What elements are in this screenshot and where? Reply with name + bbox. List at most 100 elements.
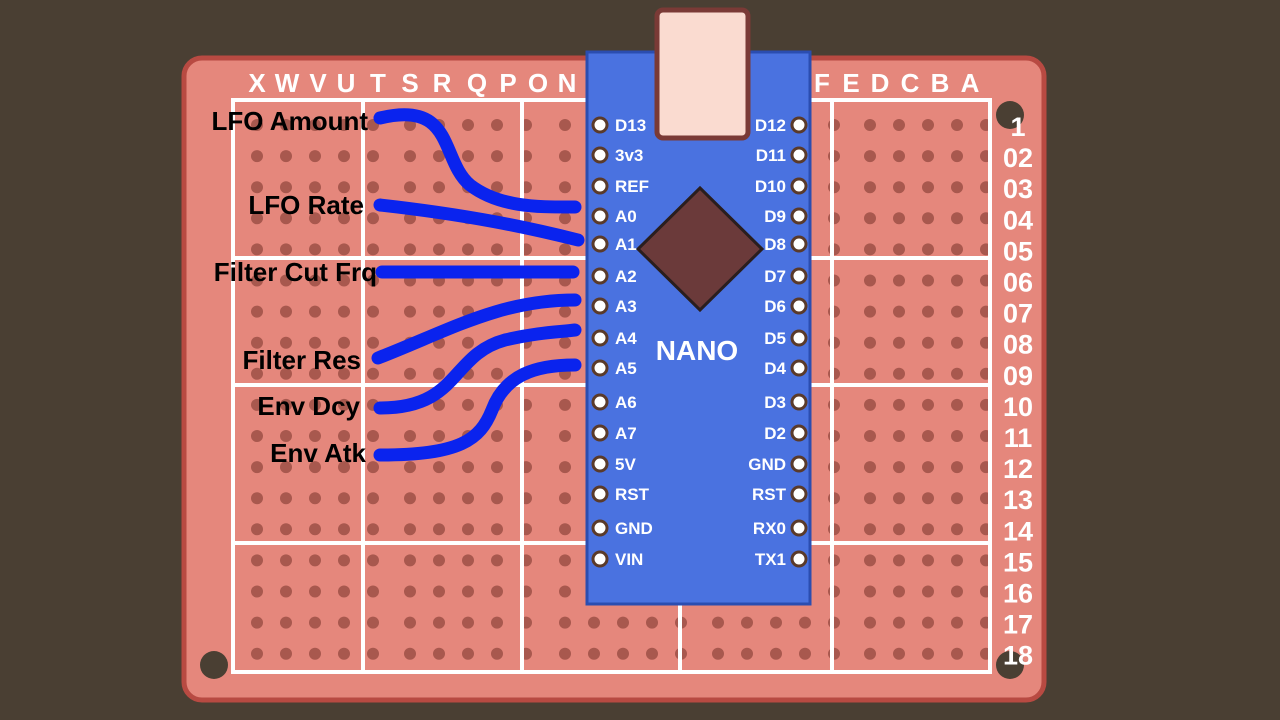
board-hole (893, 585, 905, 598)
board-hole (559, 554, 571, 567)
board-hole (280, 336, 292, 349)
board-hole (922, 647, 934, 660)
board-hole (951, 616, 963, 629)
board-hole (462, 461, 474, 474)
column-letter: B (931, 68, 950, 98)
pot-labels: LFO Amount LFO Rate Filter Cut Frq Filte… (212, 106, 377, 468)
board-hole (404, 119, 416, 131)
board-hole (251, 585, 263, 598)
board-hole (559, 461, 571, 474)
board-hole (251, 398, 263, 411)
board-hole (864, 212, 876, 225)
pin-label: 5V (615, 455, 636, 474)
board-hole (280, 647, 292, 660)
pin-label: RX0 (753, 519, 786, 538)
board-hole (864, 305, 876, 318)
wire-lfo-amount (373, 108, 582, 214)
board-hole (951, 367, 963, 380)
board-hole (433, 150, 445, 163)
board-hole (280, 367, 292, 380)
board-hole (404, 430, 416, 442)
column-letter: P (499, 68, 516, 98)
board-hole (864, 243, 876, 256)
pin-hole (790, 116, 808, 134)
board-hole (864, 398, 876, 411)
board-hole (338, 336, 350, 349)
board-hole (338, 150, 350, 163)
board-hole (741, 616, 753, 629)
board-hole (251, 492, 263, 505)
label-env-atk: Env Atk (270, 438, 366, 468)
board-hole (309, 336, 321, 349)
row-number: 06 (1003, 268, 1033, 298)
board-hole (864, 274, 876, 287)
board-hole (367, 554, 379, 567)
board-hole (922, 336, 934, 349)
row-number: 11 (1004, 423, 1033, 453)
pin-label: D10 (755, 177, 786, 196)
board-hole (367, 150, 379, 163)
board-hole (893, 243, 905, 256)
board-hole (338, 461, 350, 474)
board-hole (251, 336, 263, 349)
row-number: 08 (1003, 330, 1033, 360)
board-hole (338, 616, 350, 629)
pin-label: D2 (764, 424, 786, 443)
row-number: 13 (1003, 485, 1033, 515)
board-hole (251, 150, 263, 163)
board-hole (367, 523, 379, 536)
wire-filter-res (371, 293, 582, 365)
board-hole (338, 492, 350, 505)
board-hole (338, 212, 350, 225)
board-hole (251, 212, 263, 225)
row-number: 18 (1003, 641, 1033, 671)
column-letter: O (528, 68, 548, 98)
board-hole (280, 119, 292, 131)
board-hole (951, 430, 963, 442)
board-hole (588, 647, 600, 660)
pin-label: D12 (755, 116, 786, 135)
board-hole (462, 492, 474, 505)
pin-hole (591, 267, 609, 285)
board-hole (864, 554, 876, 567)
row-number: 05 (1003, 236, 1033, 266)
board-hole (251, 647, 263, 660)
board-hole (922, 119, 934, 131)
board-hole (309, 461, 321, 474)
board-hole (864, 523, 876, 536)
board-hole (617, 647, 629, 660)
board-hole (309, 585, 321, 598)
row-number: 1 (1010, 112, 1025, 142)
board-hole (462, 616, 474, 629)
pin-label: GND (615, 519, 653, 538)
board-hole (951, 305, 963, 318)
board-hole (646, 616, 658, 629)
board-hole (280, 523, 292, 536)
pin-hole (790, 177, 808, 195)
pin-hole (591, 207, 609, 225)
board-hole (367, 305, 379, 318)
pin-label: D4 (764, 359, 786, 378)
board-hole (433, 367, 445, 380)
board-hole (367, 461, 379, 474)
row-number: 14 (1003, 516, 1033, 546)
board-hole (893, 398, 905, 411)
board-hole (251, 367, 263, 380)
board-hole (309, 274, 321, 287)
board-hole (922, 492, 934, 505)
board-hole (893, 181, 905, 194)
row-number: 07 (1003, 299, 1033, 329)
pin-label: D6 (764, 297, 786, 316)
board-hole (251, 554, 263, 567)
board-hole (338, 430, 350, 442)
label-env-dcy: Env Dcy (257, 391, 360, 421)
pin-hole (790, 329, 808, 347)
board-hole (280, 181, 292, 194)
pin-hole (591, 393, 609, 411)
board-hole (559, 212, 571, 225)
board-hole (251, 305, 263, 318)
board-hole (893, 554, 905, 567)
board-hole (864, 336, 876, 349)
board-hole (338, 585, 350, 598)
